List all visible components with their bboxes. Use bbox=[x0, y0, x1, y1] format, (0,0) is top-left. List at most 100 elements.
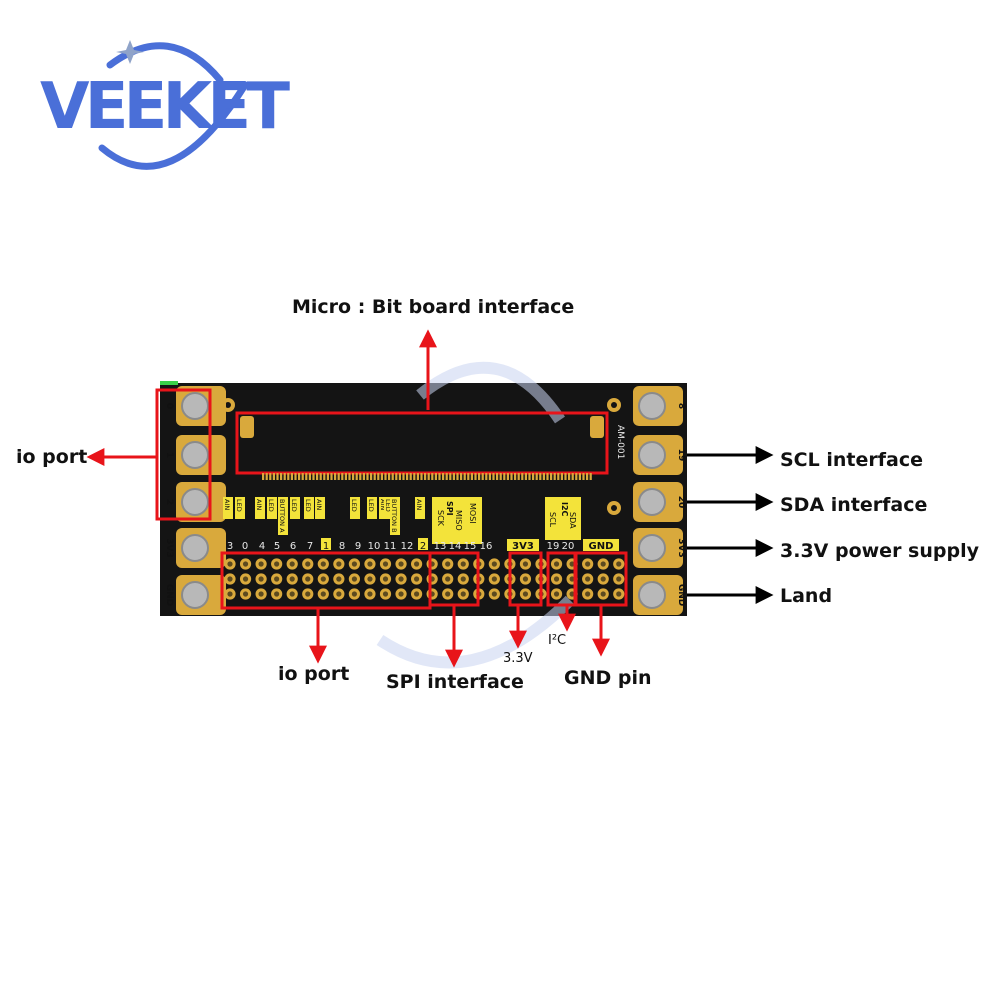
right-pad-label: GND bbox=[676, 584, 686, 606]
svg-text:BUTTON A: BUTTON A bbox=[278, 499, 286, 533]
label-io-port-left: io port bbox=[16, 446, 88, 468]
pin-number: 19 bbox=[547, 541, 560, 552]
silk-tag: LED bbox=[235, 497, 245, 519]
silk-tag: AIN bbox=[415, 497, 425, 519]
pin-number: 16 bbox=[480, 541, 493, 552]
right-pad-3: 3V3 bbox=[633, 528, 686, 568]
pin-number: 12 bbox=[401, 541, 414, 552]
spi-block bbox=[432, 497, 482, 544]
label-sda-interface: SDA interface bbox=[780, 494, 928, 516]
right-pad-1: 19 bbox=[633, 435, 686, 475]
label-scl-interface: SCL interface bbox=[780, 449, 923, 471]
header-gnd-label: GND bbox=[589, 541, 614, 552]
svg-text:LED: LED bbox=[367, 499, 375, 512]
svg-text:LED: LED bbox=[304, 499, 312, 512]
logo-star-icon bbox=[116, 40, 144, 64]
logo-swoosh-icon bbox=[98, 81, 249, 170]
right-pad-label: 8 bbox=[676, 403, 686, 409]
i2c-sda: SDA bbox=[568, 512, 577, 529]
right-pad-0: 8 bbox=[633, 386, 686, 426]
spi-sck: SCK bbox=[436, 510, 445, 527]
board-led-strip bbox=[160, 381, 178, 385]
silk-tag: LED bbox=[367, 497, 377, 519]
model-text: AM-001 bbox=[615, 425, 625, 459]
header-gnd-box bbox=[583, 539, 619, 551]
left-pad-3: 3V3 bbox=[164, 528, 226, 568]
pin-number: 20 bbox=[562, 541, 575, 552]
label-3v3: 3.3V bbox=[503, 651, 533, 666]
spi-miso: MISO bbox=[454, 510, 463, 531]
left-pad-4: GND bbox=[164, 575, 226, 615]
left-pad-label: GND bbox=[164, 584, 174, 606]
io-pads-box bbox=[155, 388, 212, 521]
svg-text:LED: LED bbox=[384, 499, 392, 512]
left-pad-label: 0 bbox=[164, 403, 174, 409]
silk-tag: LED bbox=[304, 497, 314, 519]
silk-tag: AIN bbox=[223, 497, 233, 519]
pin-number: 3 bbox=[227, 541, 233, 552]
logo-text: VEEKET bbox=[40, 70, 290, 144]
pin-number: 6 bbox=[290, 541, 296, 552]
header-pin-grid bbox=[224, 558, 625, 600]
spi-mosi: MOSI bbox=[468, 503, 477, 524]
pin-number: 8 bbox=[339, 541, 345, 552]
pin-number: 14 bbox=[449, 541, 462, 552]
label-power-supply: 3.3V power supply bbox=[780, 540, 979, 562]
silk-tag: LED bbox=[384, 497, 394, 519]
silk-tag: BUTTON B bbox=[390, 497, 400, 535]
silk-tag: LED bbox=[267, 497, 277, 519]
left-pad-0: 0 bbox=[164, 386, 226, 426]
header-3v3-label: 3V3 bbox=[512, 541, 534, 552]
silk-tag: AIN bbox=[255, 497, 265, 519]
left-pad-label: 2 bbox=[164, 499, 174, 505]
i2c-block bbox=[545, 497, 581, 540]
svg-text:AIN: AIN bbox=[379, 499, 387, 510]
spi-title: SPI bbox=[445, 501, 454, 516]
watermark bbox=[376, 361, 575, 669]
svg-text:LED: LED bbox=[235, 499, 243, 512]
slot-key-left bbox=[240, 416, 254, 438]
svg-text:AIN: AIN bbox=[223, 499, 231, 510]
svg-text:AIN: AIN bbox=[315, 499, 323, 510]
right-pad-2: 20 bbox=[633, 482, 686, 522]
label-i2c: I²C bbox=[548, 633, 567, 648]
i2c-title: I2C bbox=[560, 502, 569, 517]
left-pad-1: 1 bbox=[164, 435, 226, 475]
logo-arc-icon bbox=[106, 42, 224, 84]
silk-tag: LED bbox=[350, 497, 360, 519]
pin-number: 1 bbox=[323, 541, 329, 552]
left-pad-label: 3V3 bbox=[164, 538, 174, 558]
label-gnd-pin: GND pin bbox=[564, 667, 652, 689]
right-pad-label: 20 bbox=[676, 496, 686, 509]
right-pad-4: GND bbox=[633, 575, 686, 615]
left-pad-label: 1 bbox=[164, 452, 174, 458]
svg-text:LED: LED bbox=[290, 499, 298, 512]
label-land: Land bbox=[780, 585, 833, 607]
pin-number: 2 bbox=[420, 541, 426, 552]
pin-number: 4 bbox=[259, 541, 265, 552]
label-spi-interface: SPI interface bbox=[386, 671, 524, 693]
left-pad-2: 2 bbox=[164, 482, 226, 522]
pin-number: 15 bbox=[464, 541, 477, 552]
veeket-logo: VEEKET bbox=[40, 40, 290, 170]
label-io-port-bottom: io port bbox=[278, 663, 350, 685]
silk-tag: LED bbox=[290, 497, 300, 519]
label-microbit-interface: Micro : Bit board interface bbox=[292, 296, 575, 318]
silk-tag: BUTTON A bbox=[278, 497, 288, 535]
right-pad-label: 3V3 bbox=[676, 538, 686, 558]
svg-text:LED: LED bbox=[267, 499, 275, 512]
svg-text:AIN: AIN bbox=[255, 499, 263, 510]
pin-number: 10 bbox=[368, 541, 381, 552]
i2c-scl: SCL bbox=[548, 512, 557, 528]
pin-number: 13 bbox=[434, 541, 447, 552]
v33-header-box bbox=[508, 551, 543, 607]
header-3v3-box bbox=[507, 539, 539, 551]
svg-text:AIN: AIN bbox=[415, 499, 423, 510]
pin-number: 9 bbox=[355, 541, 361, 552]
pin-number: 7 bbox=[307, 541, 313, 552]
